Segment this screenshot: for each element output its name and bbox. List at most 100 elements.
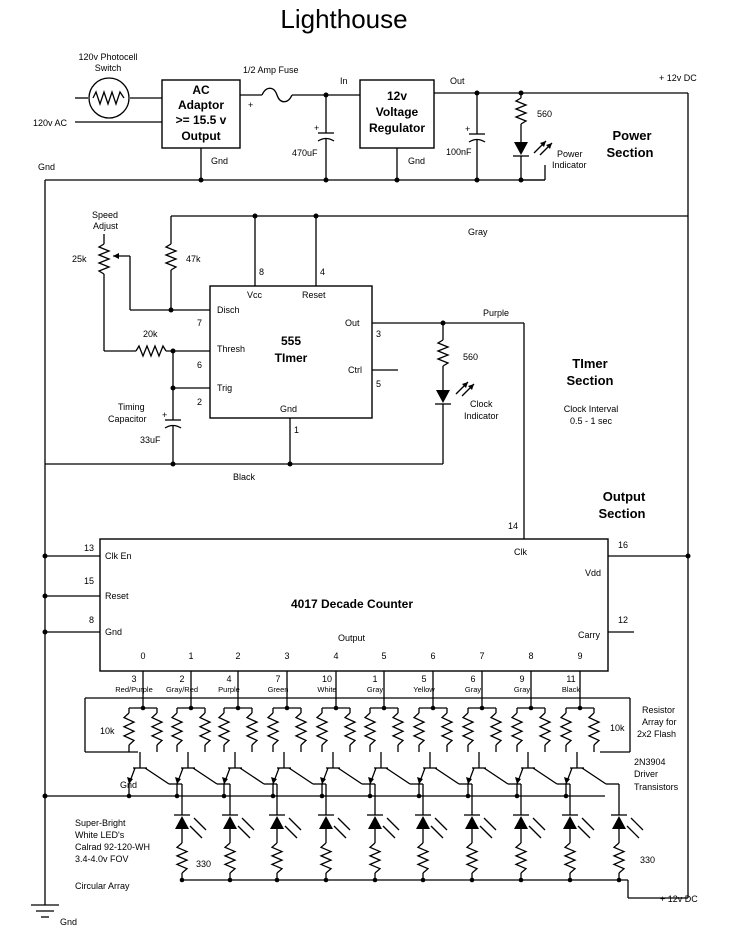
resistor-array-label-3: 2x2 Flash — [637, 729, 676, 739]
pin-reset-label: Reset — [302, 290, 326, 300]
transistor-collector-7 — [483, 767, 509, 785]
vcc-bottom-label: + 12v DC — [660, 894, 698, 904]
output-section-label-2: Section — [599, 506, 646, 521]
array-resistor-b-4 — [343, 712, 357, 746]
pin13-number: 13 — [84, 543, 94, 553]
led-ray — [479, 825, 493, 839]
photocell-label-1: 120v Photocell — [78, 52, 137, 62]
resistor-array-label-2: Array for — [642, 717, 677, 727]
led-ray — [284, 825, 298, 839]
output-index-1: 1 — [188, 651, 193, 661]
r47k-label: 47k — [186, 254, 201, 264]
pin3-number: 3 — [376, 329, 381, 339]
emitter-arrow-icon — [320, 777, 326, 784]
purple-wire-label: Purple — [483, 308, 509, 318]
output-pin-7: 6 — [470, 674, 475, 684]
pin-disch-label: Disch — [217, 305, 240, 315]
led-resistor-4 — [368, 842, 382, 874]
led-ray — [430, 825, 444, 839]
led-ray — [333, 825, 347, 839]
power-section: 120v AC 120v Photocell Switch AC Adaptor… — [33, 52, 697, 183]
photocell-label-2: Switch — [95, 63, 122, 73]
fuse-icon — [261, 87, 293, 103]
speed-adjust-label-2: Adjust — [93, 221, 119, 231]
ac-input-label: 120v AC — [33, 118, 68, 128]
array-resistor-a-2 — [217, 712, 231, 746]
fuse-label: 1/2 Amp Fuse — [243, 65, 299, 75]
output-index-0: 0 — [140, 651, 145, 661]
array-resistor-a-7 — [461, 712, 475, 746]
clock-indicator-label-1: Clock — [470, 399, 493, 409]
pin-vdd-label: Vdd — [585, 568, 601, 578]
led-icon — [223, 816, 237, 829]
output-pin-4: 10 — [322, 674, 332, 684]
r330-right-label: 330 — [640, 855, 655, 865]
timing-cap-label-2: Capacitor — [108, 414, 147, 424]
led-ray — [581, 817, 595, 831]
output-wire-color-4: White — [317, 685, 336, 694]
power-indicator-label-2: Indicator — [552, 160, 587, 170]
led-ray — [288, 817, 302, 831]
led-label-4: 3.4-4.0v FOV — [75, 854, 129, 864]
led-ray — [386, 817, 400, 831]
transistor-collector-5 — [385, 767, 411, 785]
array-resistor-a-0 — [122, 712, 136, 746]
transistor-label-2: Driver — [634, 769, 658, 779]
emitter-arrow-icon — [271, 777, 277, 784]
led-ray — [337, 817, 351, 831]
clock-interval-label-1: Clock Interval — [564, 404, 619, 414]
output-wire-color-0: Red/Purple — [115, 685, 153, 694]
led-ray — [532, 817, 546, 831]
led-resistor-7 — [514, 842, 528, 874]
chip-555-name-1: 555 — [281, 334, 301, 348]
gnd-output-label: Gnd — [120, 780, 137, 790]
emitter-arrow-icon — [466, 777, 472, 784]
pin14-number: 14 — [508, 521, 518, 531]
circular-array-label: Circular Array — [75, 881, 130, 891]
r330-left-label: 330 — [196, 859, 211, 869]
pin-gnd-4017-label: Gnd — [105, 627, 122, 637]
photocell-switch — [88, 77, 130, 119]
counter-4017-chip — [99, 538, 609, 672]
output-pin-2: 4 — [226, 674, 231, 684]
pin15-number: 15 — [84, 576, 94, 586]
output-wire-color-8: Gray — [514, 685, 531, 694]
array-resistor-a-9 — [559, 712, 573, 746]
output-index-4: 4 — [333, 651, 338, 661]
led-ray — [237, 825, 251, 839]
array-resistor-b-5 — [391, 712, 405, 746]
power-section-label-1: Power — [612, 128, 651, 143]
transistor-label-1: 2N3904 — [634, 757, 666, 767]
cap-33u-label: 33uF — [140, 435, 161, 445]
pin-clk-label: Clk — [514, 547, 527, 557]
cap-100n-plus: + — [465, 124, 470, 134]
vcc-top-label: + 12v DC — [659, 73, 697, 83]
led-icon — [612, 816, 626, 829]
array-resistor-b-8 — [538, 712, 552, 746]
led-label-1: Super-Bright — [75, 818, 126, 828]
pin16-number: 16 — [618, 540, 628, 550]
array-resistor-b-7 — [489, 712, 503, 746]
adaptor-label-4: Output — [181, 129, 220, 143]
ground-symbol-icon — [31, 904, 59, 918]
led-ray — [483, 817, 497, 831]
led-icon — [319, 816, 333, 829]
power-section-label-2: Section — [607, 145, 654, 160]
array-resistor-b-3 — [294, 712, 308, 746]
led-ray — [189, 825, 203, 839]
gnd-main-label: Gnd — [60, 917, 77, 927]
pin-trig-label: Trig — [217, 383, 232, 393]
clock-indicator-label-2: Indicator — [464, 411, 499, 421]
pin-carry-label: Carry — [578, 630, 600, 640]
resistor-560-clock — [436, 339, 450, 367]
counter-chip-name: 4017 Decade Counter — [291, 597, 413, 611]
power-led-icon — [514, 142, 528, 155]
emitter-arrow-icon — [515, 777, 521, 784]
transistor-collector-3 — [288, 767, 314, 785]
led-resistor-2 — [270, 842, 284, 874]
output-pin-6: 5 — [421, 674, 426, 684]
array-resistor-a-4 — [315, 712, 329, 746]
transistor-collector-2 — [239, 767, 265, 785]
pot-25k — [97, 243, 111, 275]
output-index-7: 7 — [479, 651, 484, 661]
